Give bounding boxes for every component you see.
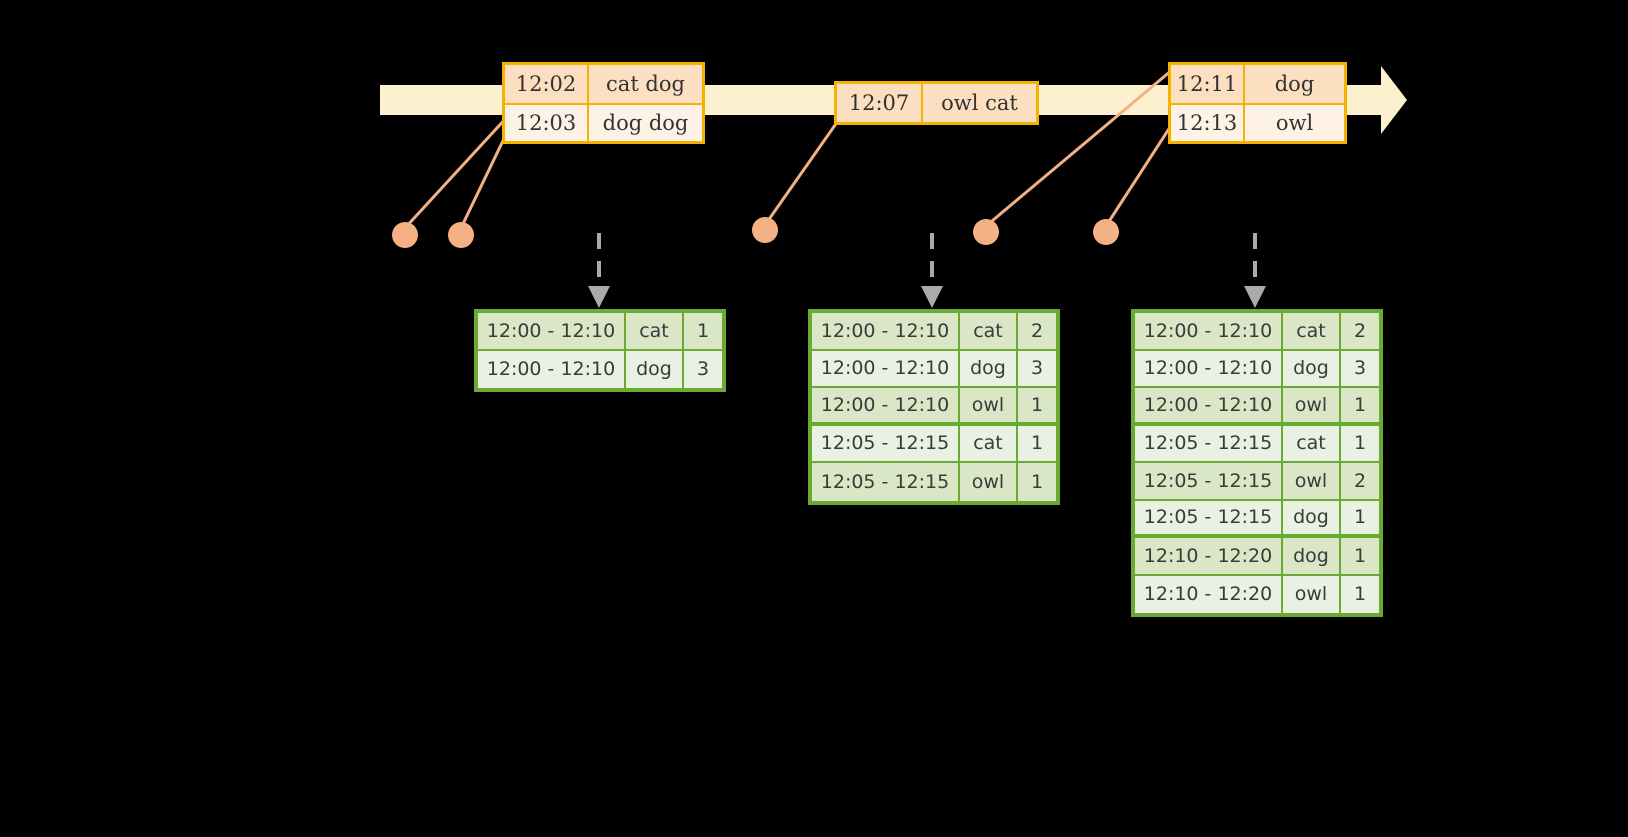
cell-window: 12:00 - 12:10	[1135, 313, 1283, 349]
timeline-arrow-head	[1355, 66, 1407, 134]
trigger-dot-4	[973, 219, 999, 245]
event-time: 12:07	[837, 84, 923, 122]
trigger-dot-2	[448, 222, 474, 248]
event-group-3: 12:11 dog 12:13 owl	[1168, 62, 1347, 144]
event-time: 12:02	[505, 65, 589, 103]
cell-count: 1	[1341, 500, 1379, 534]
event-row: 12:07 owl cat	[837, 84, 1036, 122]
cell-window: 12:05 - 12:15	[812, 425, 960, 461]
cell-window: 12:05 - 12:15	[812, 463, 960, 501]
trigger-dot-3	[752, 217, 778, 243]
event-row: 12:11 dog	[1171, 65, 1344, 103]
cell-count: 1	[1341, 388, 1379, 422]
cell-count: 2	[1341, 463, 1379, 499]
cell-window: 12:00 - 12:10	[812, 388, 960, 422]
trigger-dot-1	[392, 222, 418, 248]
event-group-2: 12:07 owl cat	[834, 81, 1039, 125]
cell-word: cat	[1283, 313, 1341, 349]
cell-window: 12:00 - 12:10	[478, 350, 626, 388]
cell-window: 12:05 - 12:15	[1135, 500, 1283, 534]
cell-window: 12:05 - 12:15	[1135, 425, 1283, 461]
cell-word: cat	[1283, 425, 1341, 461]
cell-word: dog	[1283, 500, 1341, 534]
cell-count: 1	[1018, 388, 1056, 422]
cell-count: 3	[1018, 350, 1056, 386]
cell-word: owl	[1283, 575, 1341, 613]
cell-word: dog	[626, 350, 684, 388]
cell-word: owl	[960, 463, 1018, 501]
cell-count: 2	[1018, 313, 1056, 349]
event-row: 12:03 dog dog	[505, 103, 702, 141]
cell-word: dog	[960, 350, 1018, 386]
event-words: owl	[1245, 105, 1344, 141]
cell-count: 1	[684, 313, 722, 349]
cell-count: 1	[1341, 425, 1379, 461]
cell-word: owl	[1283, 388, 1341, 422]
cell-count: 1	[1341, 538, 1379, 574]
cell-count: 2	[1341, 313, 1379, 349]
cell-word: cat	[960, 313, 1018, 349]
cell-count: 3	[684, 350, 722, 388]
cell-window: 12:00 - 12:10	[812, 350, 960, 386]
cell-word: cat	[626, 313, 684, 349]
cell-word: cat	[960, 425, 1018, 461]
event-row: 12:13 owl	[1171, 103, 1344, 141]
cell-window: 12:00 - 12:10	[1135, 350, 1283, 386]
cell-window: 12:05 - 12:15	[1135, 463, 1283, 499]
cell-count: 1	[1341, 575, 1379, 613]
cell-word: owl	[1283, 463, 1341, 499]
trigger-dot-5	[1093, 219, 1119, 245]
cell-count: 3	[1341, 350, 1379, 386]
event-time: 12:03	[505, 105, 589, 141]
event-words: dog dog	[589, 105, 702, 141]
cell-word: dog	[1283, 350, 1341, 386]
cell-window: 12:00 - 12:10	[478, 313, 626, 349]
cell-window: 12:10 - 12:20	[1135, 575, 1283, 613]
event-words: owl cat	[923, 84, 1036, 122]
event-words: dog	[1245, 65, 1344, 103]
event-time: 12:13	[1171, 105, 1245, 141]
cell-word: owl	[960, 388, 1018, 422]
cell-window: 12:00 - 12:10	[1135, 388, 1283, 422]
cell-window: 12:10 - 12:20	[1135, 538, 1283, 574]
cell-count: 1	[1018, 425, 1056, 461]
event-group-1: 12:02 cat dog 12:03 dog dog	[502, 62, 705, 144]
cell-count: 1	[1018, 463, 1056, 501]
event-time: 12:11	[1171, 65, 1245, 103]
event-row: 12:02 cat dog	[505, 65, 702, 103]
cell-window: 12:00 - 12:10	[812, 313, 960, 349]
cell-word: dog	[1283, 538, 1341, 574]
event-words: cat dog	[589, 65, 702, 103]
